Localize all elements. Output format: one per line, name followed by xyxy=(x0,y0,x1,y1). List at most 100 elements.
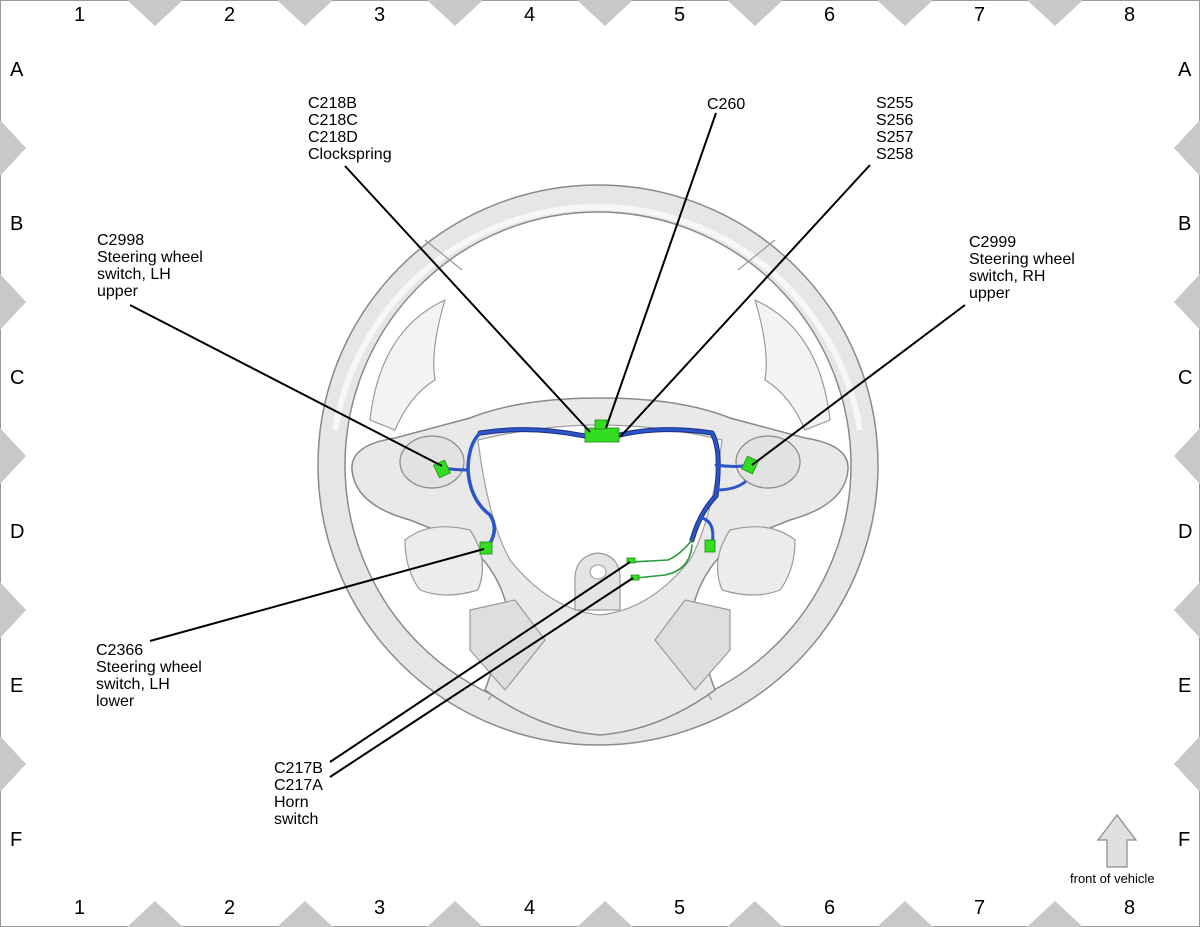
zone-marker-left xyxy=(0,120,26,176)
c2999-connector xyxy=(741,455,759,475)
grid-column-label-bottom: 3 xyxy=(374,897,386,919)
grid-column-label-top: 5 xyxy=(674,4,686,26)
zone-marker-top xyxy=(877,0,933,26)
zone-marker-top xyxy=(577,0,633,26)
zone-marker-top xyxy=(427,0,483,26)
zone-marker-right xyxy=(1174,736,1200,792)
callout-lh-upper-switch: C2998 Steering wheel switch, LH upper xyxy=(97,232,203,300)
callout-line: switch xyxy=(274,811,319,828)
grid-column-label-bottom: 6 xyxy=(824,897,836,919)
callout-clockspring: C218B C218C C218D Clockspring xyxy=(308,95,392,163)
zone-marker-bottom xyxy=(877,901,933,927)
callout-line: S258 xyxy=(876,146,914,163)
zone-marker-bottom xyxy=(727,901,783,927)
callout-line: C218C xyxy=(308,112,358,129)
leader-splices xyxy=(619,164,871,438)
steering-wheel xyxy=(317,184,879,746)
zone-marker-bottom xyxy=(1027,901,1083,927)
grid-column-label-top: 8 xyxy=(1124,4,1136,26)
callout-line: Clockspring xyxy=(308,146,392,163)
grid-row-label-left: A xyxy=(10,59,24,81)
callout-line: upper xyxy=(97,283,138,300)
leader-lh-upper xyxy=(129,304,443,467)
grid-column-label-top: 3 xyxy=(374,4,386,26)
callout-line: switch, RH xyxy=(969,268,1046,285)
c217a-connector xyxy=(630,574,640,581)
zone-marker-left xyxy=(0,428,26,484)
zone-marker-bottom xyxy=(127,901,183,927)
zone-marker-right xyxy=(1174,582,1200,638)
zone-marker-top xyxy=(727,0,783,26)
grid-row-label-left: C xyxy=(10,367,25,389)
callout-line: C2366 xyxy=(96,642,144,659)
front-of-vehicle-label: front of vehicle xyxy=(1070,871,1155,886)
harness-lh-branch xyxy=(466,431,497,550)
c2366-connector xyxy=(479,541,493,555)
leader-clockspring xyxy=(344,165,591,433)
grid-column-label-top: 2 xyxy=(224,4,236,26)
callout-line: switch, LH xyxy=(96,676,170,693)
clockspring-connector xyxy=(584,427,620,443)
callout-line: S257 xyxy=(876,129,914,146)
zone-marker-left xyxy=(0,736,26,792)
callout-splices: S255 S256 S257 S258 xyxy=(876,95,913,163)
grid-column-label-bottom: 2 xyxy=(224,897,236,919)
leader-c260 xyxy=(605,112,717,429)
callout-line: C218D xyxy=(308,129,358,146)
grid-column-label-bottom: 8 xyxy=(1124,897,1136,919)
callout-line: S256 xyxy=(876,112,914,129)
callout-line: C217A xyxy=(274,777,323,794)
callout-line: Steering wheel xyxy=(969,251,1075,268)
c217b-connector xyxy=(626,557,636,564)
leader-horn-a xyxy=(329,577,634,778)
grid-column-label-bottom: 4 xyxy=(524,897,536,919)
zone-marker-bottom xyxy=(427,901,483,927)
upper-right-opening xyxy=(754,298,831,431)
grid-column-label-top: 7 xyxy=(974,4,986,26)
zone-marker-bottom xyxy=(277,901,333,927)
wheel-rim xyxy=(317,184,879,746)
grid-column-label-top: 6 xyxy=(824,4,836,26)
callout-line: lower xyxy=(96,693,135,710)
callout-line: Steering wheel xyxy=(96,659,202,676)
zone-marker-left xyxy=(0,582,26,638)
callout-line: C2998 xyxy=(97,232,145,249)
grid-row-label-right: F xyxy=(1178,829,1191,851)
callout-line: C2999 xyxy=(969,234,1017,251)
grid-row-label-right: D xyxy=(1178,521,1193,543)
rh-upper-switch-pod xyxy=(735,435,801,489)
rim-seam-right xyxy=(737,239,776,271)
harness-horn-leads xyxy=(631,539,693,579)
rim-seam-left xyxy=(424,239,463,271)
zone-marker-bottom xyxy=(577,901,633,927)
leader-lines xyxy=(129,112,966,778)
grid-column-label-top: 4 xyxy=(524,4,536,26)
callout-rh-upper-switch: C2999 Steering wheel switch, RH upper xyxy=(969,234,1075,302)
callout-c260: C260 xyxy=(707,96,745,113)
grid-row-label-right: A xyxy=(1178,59,1192,81)
front-of-vehicle-arrow xyxy=(1096,814,1138,868)
rh-lower-switch-pod xyxy=(716,526,796,596)
grid-column-label-bottom: 5 xyxy=(674,897,686,919)
callout-lh-lower-switch: C2366 Steering wheel switch, LH lower xyxy=(96,642,202,710)
lower-spoke-right xyxy=(654,599,731,691)
zone-marker-top xyxy=(127,0,183,26)
callout-line: Horn xyxy=(274,794,309,811)
lh-upper-switch-pod xyxy=(399,435,465,489)
zone-marker-right xyxy=(1174,120,1200,176)
wiring-harness xyxy=(441,427,754,579)
callout-line: C217B xyxy=(274,760,323,777)
zone-marker-top xyxy=(277,0,333,26)
grid-column-label-top: 1 xyxy=(74,4,86,26)
grid-row-label-right: C xyxy=(1178,367,1193,389)
wheel-rim-highlight xyxy=(332,204,863,431)
grid-row-label-right: E xyxy=(1178,675,1192,697)
callout-line: C218B xyxy=(308,95,357,112)
grid-row-label-left: D xyxy=(10,521,25,543)
callout-line: Steering wheel xyxy=(97,249,203,266)
leader-rh-upper xyxy=(751,304,966,466)
zone-marker-right xyxy=(1174,274,1200,330)
rh-lower-connector xyxy=(704,539,716,553)
grid-row-label-left: B xyxy=(10,213,24,235)
